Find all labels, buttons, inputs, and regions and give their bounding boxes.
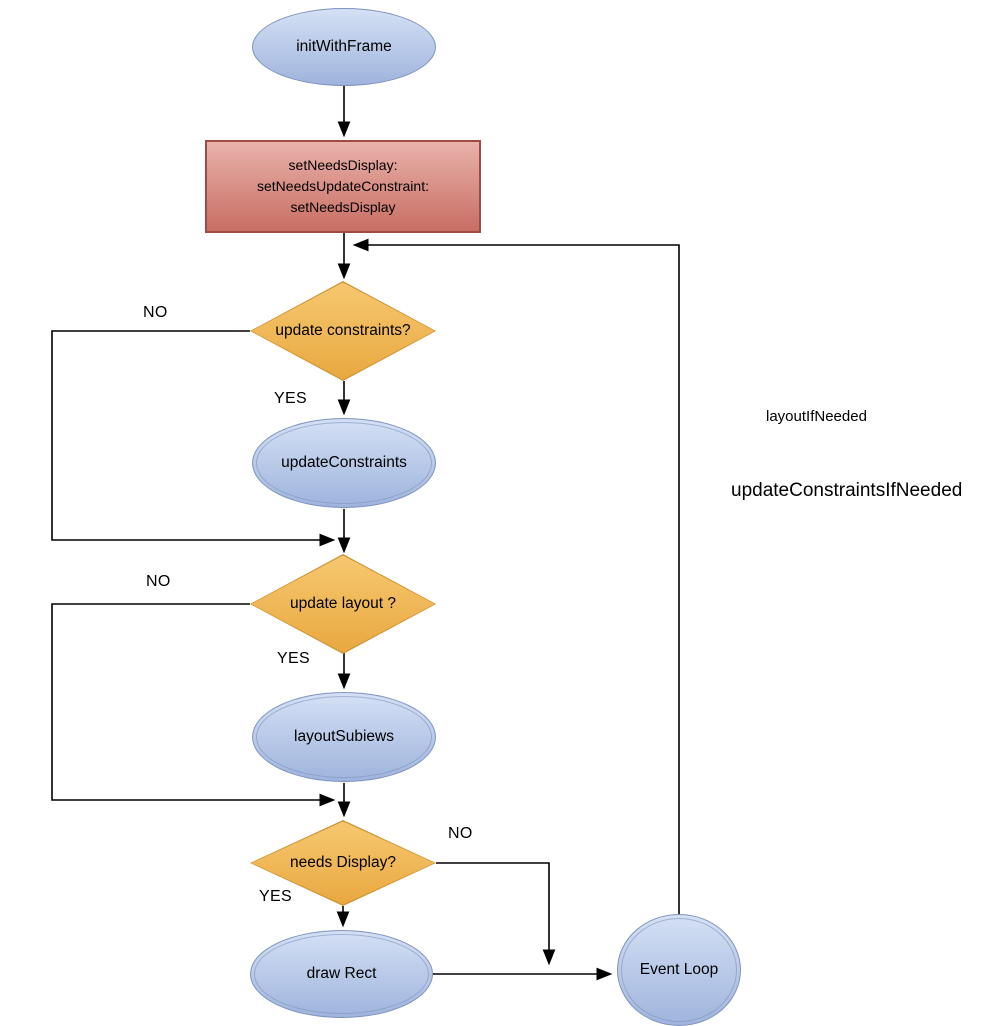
edge-label-yes-display: YES (259, 888, 292, 905)
edge-no-constraints-loop (51, 330, 336, 547)
annotation-layout-if-needed: layoutIfNeeded (766, 408, 867, 425)
edge-label-yes-constraints: YES (274, 390, 307, 407)
node-draw-rect-label: draw Rect (306, 965, 377, 982)
node-init-with-frame: initWithFrame (252, 8, 436, 86)
edge-eventloop-feedback (352, 238, 680, 914)
edge-no-display-to-eventloop (436, 862, 556, 966)
edge-label-no-constraints: NO (143, 304, 168, 321)
node-update-constraints-question-label: update constraints? (275, 322, 411, 339)
node-update-constraints-label: updateConstraints (281, 454, 407, 471)
node-event-loop: Event Loop (617, 914, 741, 1026)
edge-label-no-layout: NO (146, 573, 171, 590)
node-update-constraints: updateConstraints (252, 418, 436, 508)
annotation-update-constraints-if-needed: updateConstraintsIfNeeded (731, 480, 963, 501)
node-update-layout-question-label: update layout ? (289, 595, 396, 612)
node-needs-display-question-label: needs Display? (290, 854, 396, 871)
node-needs-display-question: needs Display? (250, 820, 436, 906)
node-draw-rect: draw Rect (250, 930, 433, 1018)
node-set-needs-display: setNeedsDisplay: setNeedsUpdateConstrain… (205, 140, 481, 233)
node-init-with-frame-label: initWithFrame (296, 38, 392, 55)
node-event-loop-label: Event Loop (639, 961, 719, 978)
edge-label-no-display: NO (448, 825, 473, 842)
node-layout-subviews: layoutSubiews (252, 692, 436, 782)
node-update-layout-question: update layout ? (250, 554, 436, 654)
node-set-needs-display-label: setNeedsDisplay: setNeedsUpdateConstrain… (257, 157, 429, 215)
node-update-constraints-question: update constraints? (250, 281, 436, 381)
node-layout-subviews-label: layoutSubiews (294, 728, 394, 745)
edge-label-yes-layout: YES (277, 650, 310, 667)
edge-no-layout-loop (51, 603, 336, 807)
